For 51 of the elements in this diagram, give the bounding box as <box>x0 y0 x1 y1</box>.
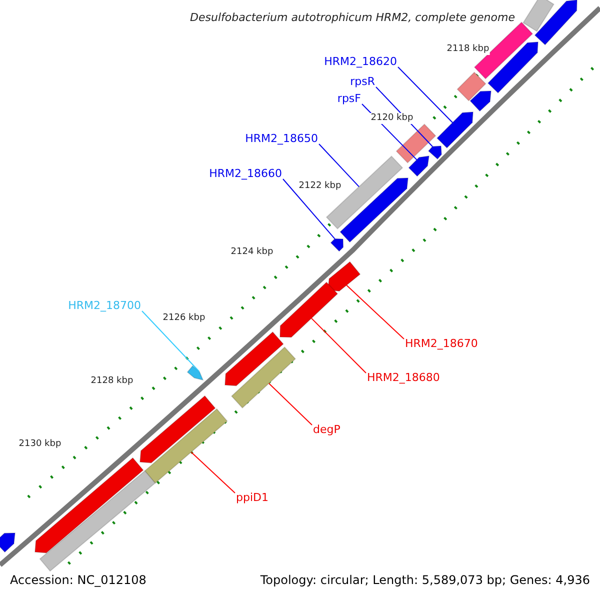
leader-line <box>142 310 200 372</box>
tick-label: 2124 kbp <box>230 247 274 258</box>
leader-line <box>398 66 454 124</box>
gene-bar <box>522 0 554 32</box>
gene-feature <box>330 238 344 252</box>
gene-label: HRM2_18700 <box>68 300 141 311</box>
tick-label: 2128 kbp <box>90 376 134 387</box>
gene-label: HRM2_18680 <box>367 372 440 383</box>
gene-label: HRM2_18660 <box>209 168 282 179</box>
gene-bar <box>474 22 534 80</box>
gene-feature <box>0 532 16 553</box>
gene-label: degP <box>313 424 340 435</box>
tick-label: 2122 kbp <box>298 181 342 192</box>
gene-feature <box>139 395 216 464</box>
gene-feature <box>327 261 361 292</box>
gene-feature <box>470 90 492 112</box>
gene-label: HRM2_18670 <box>405 338 478 349</box>
leader-line <box>311 318 366 374</box>
gene-bar <box>230 346 296 409</box>
gene-label: HRM2_18620 <box>324 56 397 67</box>
gene-bar <box>144 408 228 484</box>
gene-feature <box>534 0 578 46</box>
leader-line <box>190 452 236 494</box>
gene-label: rpsR <box>350 76 375 87</box>
gene-bar <box>396 124 436 164</box>
leader-line <box>346 284 404 340</box>
gene-feature <box>340 177 409 243</box>
footer-text: Accession: NC_012108 <box>10 574 146 586</box>
tick-label: 2130 kbp <box>18 439 62 450</box>
gene-feature <box>186 365 204 381</box>
gene-feature <box>279 282 338 338</box>
gene-label: HRM2_18650 <box>245 133 318 144</box>
gene-feature <box>487 41 539 94</box>
gene-feature <box>436 111 474 149</box>
tick-label: 2126 kbp <box>162 313 206 324</box>
footer-text: Topology: circular; Length: 5,589,073 bp; Genes: 4,936 <box>260 574 590 586</box>
gene-label: ppiD1 <box>236 492 268 503</box>
leader-line <box>282 178 336 240</box>
leader-line <box>268 382 312 426</box>
gene-bar <box>39 470 156 572</box>
gene-bar <box>326 156 404 230</box>
gene-label: rpsF <box>337 93 361 104</box>
gene-feature <box>224 331 284 386</box>
gene-feature <box>408 155 430 177</box>
tick-label: 2120 kbp <box>370 113 414 124</box>
title: Desulfobacterium autotrophicum HRM2, complete genome <box>190 12 515 23</box>
gene-bar <box>456 72 486 102</box>
gene-feature <box>428 145 442 160</box>
gene-feature <box>34 457 144 554</box>
leader-line <box>318 144 360 188</box>
tick-label: 2118 kbp <box>446 44 490 55</box>
